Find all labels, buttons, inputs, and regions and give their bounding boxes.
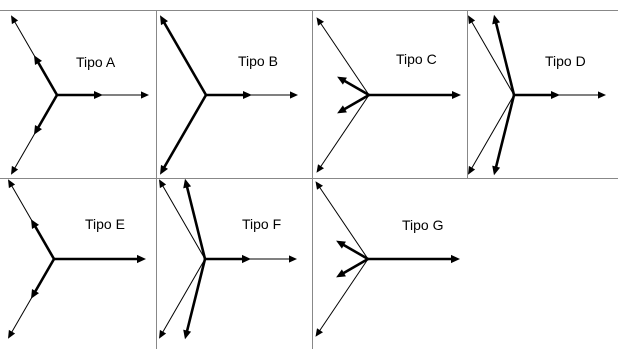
panel-tipo-c: Tipo C: [316, 17, 461, 173]
upleft-thin-vector-arrowhead-icon: [159, 179, 167, 189]
panel-tipo-g: Tipo G: [315, 181, 460, 337]
panel-label: Tipo E: [85, 216, 125, 232]
upleft-thick-vector-arrowhead-icon: [336, 240, 346, 249]
downleft-thin-vector-arrowhead-icon: [159, 329, 167, 339]
upleft-thick-vector: [162, 20, 208, 96]
downleft-thick-vector: [162, 94, 208, 170]
panel-vectors: [160, 15, 298, 175]
panel-vectors: [315, 181, 460, 337]
upleft-thin-vector: [318, 186, 369, 260]
downleft-thin-vector: [319, 94, 370, 168]
upleft-thick-vector: [494, 21, 516, 96]
right-thick-vector-arrowhead-icon: [551, 91, 560, 99]
upleft-thin-vector: [470, 20, 515, 96]
downleft-thin-vector: [161, 258, 206, 334]
panel-label: Tipo D: [545, 53, 586, 69]
upleft-thick-vector-arrowhead-icon: [31, 219, 39, 229]
downleft-thick-vector-arrowhead-icon: [160, 164, 168, 175]
panel-label: Tipo G: [402, 217, 444, 233]
panel-label: Tipo F: [242, 216, 281, 232]
panel-tipo-a: Tipo A: [11, 15, 149, 175]
upleft-thick-vector-arrowhead-icon: [492, 14, 501, 25]
downleft-thick-vector: [33, 258, 56, 294]
downleft-thick-vector-arrowhead-icon: [31, 289, 39, 299]
upleft-thick-vector-arrowhead-icon: [34, 55, 42, 65]
right-thick-vector-arrowhead-icon: [452, 91, 461, 99]
upleft-thick-vector-arrowhead-icon: [183, 178, 192, 189]
upleft-thick-vector: [33, 224, 56, 260]
panel-tipo-b: Tipo B: [160, 15, 298, 175]
downleft-thick-vector: [341, 257, 369, 275]
upleft-thick-vector-arrowhead-icon: [337, 76, 347, 85]
downleft-thin-vector: [318, 258, 369, 332]
panel-vectors: [159, 178, 297, 340]
downleft-thin-vector-arrowhead-icon: [316, 164, 324, 173]
downleft-thin-vector-arrowhead-icon: [8, 329, 16, 339]
downleft-thick-vector-arrowhead-icon: [337, 105, 347, 114]
upleft-thin-vector-arrowhead-icon: [316, 17, 324, 26]
downleft-thick-vector: [36, 94, 59, 130]
right-thick-vector-arrowhead-icon: [451, 254, 460, 264]
panel-tipo-f: Tipo F: [159, 178, 297, 340]
grid-lines: [0, 10, 618, 349]
panel-label: Tipo B: [238, 53, 278, 69]
upleft-thin-vector: [319, 22, 370, 96]
downleft-thin-vector-arrowhead-icon: [11, 165, 19, 175]
panel-vectors: [468, 14, 606, 176]
upleft-thick-vector-arrowhead-icon: [160, 15, 168, 26]
downleft-thick-vector-arrowhead-icon: [183, 329, 192, 340]
right-thin-vector-arrowhead-icon: [290, 91, 298, 99]
downleft-thick-vector: [494, 94, 516, 169]
downleft-thin-vector: [470, 94, 515, 170]
upleft-thin-vector: [161, 184, 206, 260]
upleft-thick-vector: [36, 60, 59, 96]
upleft-thick-vector: [342, 79, 370, 97]
downleft-thick-vector-arrowhead-icon: [34, 125, 42, 135]
right-thin-vector-arrowhead-icon: [598, 91, 606, 99]
panel-tipo-e: Tipo E: [8, 179, 146, 339]
downleft-thick-vector: [185, 258, 207, 333]
downleft-thick-vector: [342, 93, 370, 111]
downleft-thick-vector-arrowhead-icon: [492, 165, 501, 176]
panel-vectors: [8, 179, 146, 339]
right-thick-vector-arrowhead-icon: [94, 91, 103, 99]
panel-label: Tipo C: [396, 51, 437, 67]
right-thick-vector-arrowhead-icon: [243, 91, 252, 99]
upleft-thin-vector-arrowhead-icon: [11, 15, 19, 25]
panel-tipo-d: Tipo D: [468, 14, 606, 176]
downleft-thin-vector-arrowhead-icon: [315, 328, 323, 337]
right-thick-vector-arrowhead-icon: [242, 254, 251, 264]
upleft-thin-vector-arrowhead-icon: [8, 179, 16, 189]
downleft-thin-vector-arrowhead-icon: [468, 165, 476, 175]
panel-vectors: [11, 15, 149, 175]
right-thin-vector-arrowhead-icon: [141, 91, 149, 99]
upleft-thick-vector: [185, 185, 207, 260]
right-thin-vector-arrowhead-icon: [289, 255, 297, 263]
panel-label: Tipo A: [76, 54, 116, 70]
right-thick-vector-arrowhead-icon: [137, 254, 146, 264]
upleft-thin-vector-arrowhead-icon: [315, 181, 323, 190]
downleft-thick-vector-arrowhead-icon: [336, 269, 346, 278]
upleft-thin-vector-arrowhead-icon: [468, 15, 476, 25]
upleft-thick-vector: [341, 243, 369, 261]
panel-vectors: [316, 17, 461, 173]
